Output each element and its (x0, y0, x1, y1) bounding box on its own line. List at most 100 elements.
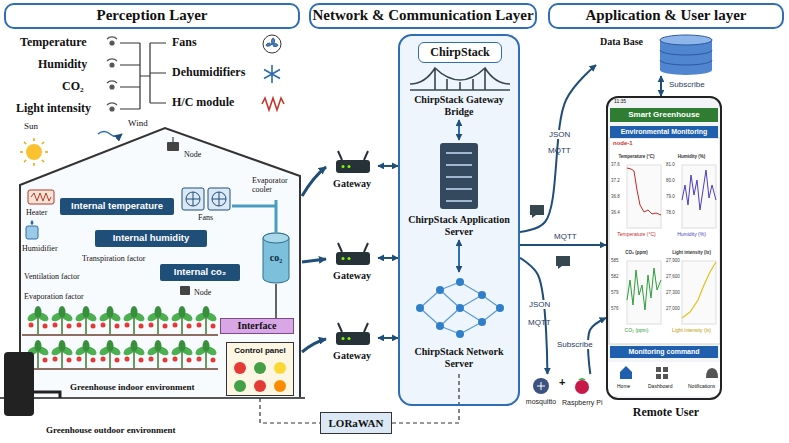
node-text: LORaWAN (328, 417, 383, 430)
phone-screen (606, 96, 722, 400)
label: Temperature (20, 36, 87, 50)
node-text: Temperature (°C) (610, 154, 663, 159)
gateway-icon (348, 337, 351, 340)
label: 37.6 (611, 162, 620, 167)
edge-label: MQTT (553, 232, 578, 241)
raspberry-icon (578, 378, 586, 380)
label: 11:35 (614, 99, 626, 105)
nav-bar (706, 368, 718, 378)
fans (182, 188, 204, 210)
label: 27,600 (666, 274, 680, 279)
node-text: Monitoring command (628, 348, 699, 356)
strawberry-plants (50, 306, 74, 334)
label: 579 (611, 290, 619, 295)
layer-header: Application & User layer (548, 3, 784, 29)
layer-header: Perception Layer (4, 3, 300, 29)
node-text: Internal temperature (71, 201, 163, 212)
server-block: ChirpStack Network Server (402, 272, 516, 372)
strawberry-plants (74, 340, 98, 368)
label: 585 (611, 258, 619, 263)
database-icon (660, 35, 712, 75)
label: 582 (611, 274, 619, 279)
label: H/C module (172, 96, 234, 110)
node-text: Control panel (227, 346, 293, 355)
label: 27,000 (666, 306, 680, 311)
server-icon (446, 153, 472, 201)
label: Home (617, 384, 630, 390)
strawberry-plants (146, 340, 170, 368)
connector (520, 244, 606, 246)
node-text: Internal co₂ (174, 267, 226, 278)
node-text: Gateway (326, 178, 378, 190)
sensor-icons (110, 63, 114, 67)
fan-icon (266, 38, 278, 46)
label: Node (194, 288, 211, 297)
gateway: Gateway (326, 322, 378, 364)
network-icon (436, 286, 444, 294)
node-text: Gateway (326, 350, 378, 362)
strawberry-plants (74, 306, 98, 334)
connector (378, 337, 398, 339)
wind-arrow (98, 132, 122, 137)
label: Evaporation factor (24, 292, 84, 301)
control-panel-face (254, 380, 266, 392)
nav-bar (608, 362, 720, 396)
control-panel-face (226, 342, 294, 396)
chart-plots (627, 168, 661, 215)
node-text: Application & User layer (586, 7, 747, 24)
connector (660, 76, 662, 96)
network-icon (478, 291, 486, 299)
strawberry-plants (26, 306, 50, 334)
message-icons (556, 256, 570, 269)
sensor-icons (107, 37, 117, 39)
strawberry-plants (122, 306, 146, 334)
fan-icon (263, 35, 281, 53)
nav-bar (608, 362, 720, 396)
network-icon (456, 278, 464, 286)
heater-icon (262, 98, 284, 110)
node-text: Light intensity (lx) (665, 250, 718, 255)
network-icon (416, 304, 424, 312)
label: Notifications (688, 384, 715, 390)
water-tank (4, 352, 60, 416)
phone-screen (606, 96, 722, 400)
label: 27,900 (666, 258, 680, 263)
state-box: Internal temperature (60, 198, 174, 215)
gateway-icon (336, 252, 370, 265)
node-text: Remote User (598, 406, 734, 420)
label: Evaporator cooler (252, 176, 298, 194)
sensor-icons (107, 59, 117, 61)
sensor-icons (107, 37, 117, 111)
chart-plots (682, 165, 716, 228)
strawberry-plants (22, 306, 218, 369)
app-band: Environmental Monitoring (610, 126, 718, 138)
chart-plots (682, 261, 716, 324)
strawberry-plants (122, 340, 146, 368)
label: 37.2 (611, 178, 620, 183)
gateway-icon (336, 332, 370, 345)
network-icon (478, 318, 486, 326)
tank-outline (263, 233, 289, 243)
label: Sun (24, 121, 38, 131)
label: Temperature (°C) (610, 232, 663, 238)
bracket-lines (120, 43, 166, 109)
control-panel-face (234, 380, 246, 392)
co2-tank: co₂ (262, 232, 290, 284)
mosquitto-icon (537, 382, 545, 390)
network-icon (496, 304, 504, 312)
connector (392, 372, 459, 423)
label: 81.0 (666, 162, 675, 167)
database: Data Base (596, 32, 726, 76)
server-block: ChirpStack Gateway Bridge (402, 64, 516, 120)
humidifier (26, 226, 38, 239)
edge-label: JSON (548, 130, 571, 139)
node-text: ChirpStack Application Server (402, 214, 516, 237)
chirpstack-panel (398, 34, 520, 406)
fans (212, 192, 226, 206)
connector (458, 240, 460, 272)
gateway-icon (338, 151, 368, 160)
label: Heater (26, 208, 47, 217)
message-icons (530, 205, 544, 218)
greenhouse (20, 128, 300, 398)
